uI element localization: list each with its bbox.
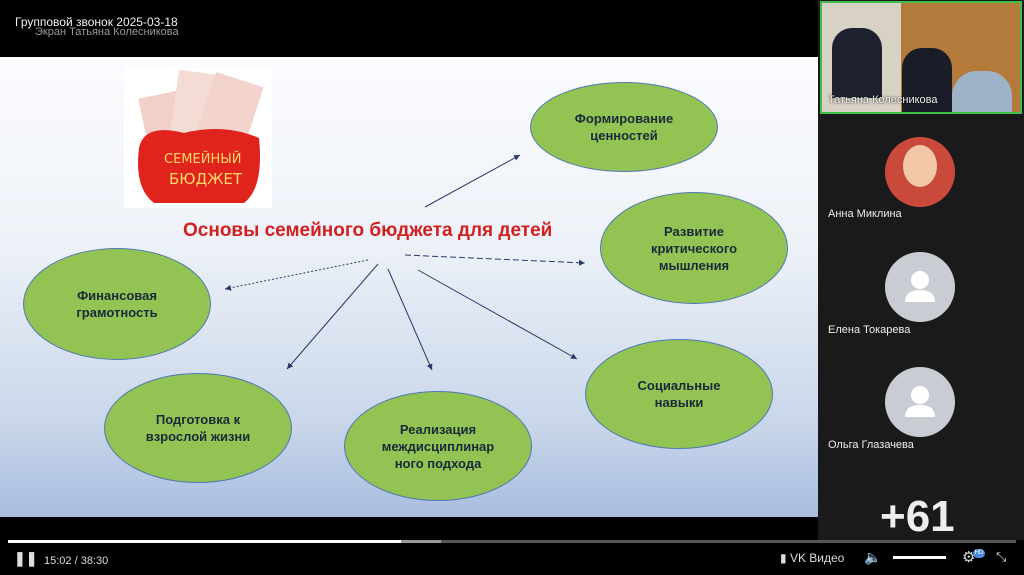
arrow [417, 269, 578, 360]
seek-bar[interactable] [8, 540, 1016, 543]
ellipse-financial-literacy: Финансовая грамотность [23, 248, 211, 360]
participant-name: Ольга Глазачева [828, 439, 914, 451]
hd-badge: HD [973, 549, 985, 558]
active-speaker-video[interactable]: Татьяна Колесникова [820, 1, 1022, 114]
ellipse-critical-thinking: Развитие критического мышления [600, 192, 788, 304]
ellipse-interdisciplinary: Реализация междисциплинар ного подхода [344, 391, 532, 501]
participant-name: Елена Токарева [828, 324, 911, 336]
volume-slider[interactable] [893, 556, 946, 559]
exit-fullscreen-icon[interactable]: ⤡ [996, 549, 1007, 564]
arrow [387, 268, 433, 371]
wallet-icon: СЕМЕЙНЫЙ БЮДЖЕТ [138, 69, 264, 203]
arrow [224, 259, 369, 291]
arrow [286, 263, 379, 370]
vk-logo-icon: ▮ [780, 551, 787, 565]
ellipse-social-skills: Социальные навыки [585, 339, 773, 449]
svg-text:БЮДЖЕТ: БЮДЖЕТ [169, 170, 243, 188]
call-title: Групповой звонок 2025-03-18 [15, 15, 178, 29]
participants-panel: Татьяна Колесникова Анна Миклина Елена Т… [818, 0, 1024, 541]
current-time: 15:02 [44, 555, 72, 567]
volume-icon[interactable]: 🔈 [864, 549, 882, 565]
user-icon [905, 271, 935, 302]
family-budget-image: СЕМЕЙНЫЙ БЮДЖЕТ [124, 68, 272, 208]
more-participants-count[interactable]: +61 [880, 492, 955, 541]
duration: 38:30 [80, 555, 109, 567]
arrow [404, 254, 586, 266]
participant-name: Анна Миклина [828, 208, 902, 220]
ellipse-adult-life: Подготовка к взрослой жизни [104, 373, 292, 483]
arrow [424, 154, 521, 208]
svg-text:СЕМЕЙНЫЙ: СЕМЕЙНЫЙ [164, 151, 241, 167]
time-display: 15:02 / 38:30 [44, 555, 109, 567]
user-icon [905, 386, 935, 417]
avatar[interactable] [885, 137, 955, 207]
settings-gear-icon[interactable]: ⚙ [962, 549, 976, 566]
shared-slide: СЕМЕЙНЫЙ БЮДЖЕТ Основы семейного бюджета… [0, 57, 818, 517]
progress-fill [8, 540, 402, 543]
avatar[interactable] [885, 367, 955, 437]
avatar[interactable] [885, 252, 955, 322]
slide-title: Основы семейного бюджета для детей [183, 220, 553, 241]
vk-video-logo[interactable]: ▮ VK Видео [780, 551, 845, 565]
arrows [224, 154, 586, 371]
participant-name: Татьяна Колесникова [828, 94, 938, 106]
pause-button[interactable]: ❚❚ [14, 550, 38, 566]
ellipse-values: Формирование ценностей [530, 82, 718, 172]
screen-share-label: Экран Татьяна Колесникова [35, 26, 179, 38]
